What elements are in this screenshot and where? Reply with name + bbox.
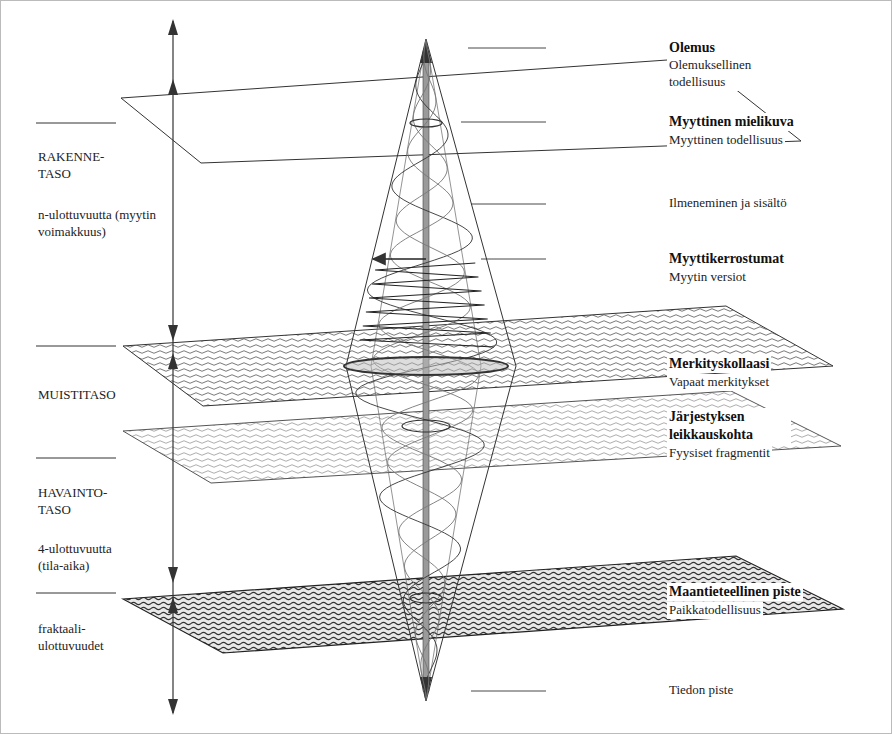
concept-description: Myytin versiot	[667, 269, 748, 286]
level-name: HAVAINTO- TASO	[38, 485, 118, 519]
leader-lines	[461, 48, 546, 691]
level-ellipses	[344, 119, 508, 603]
level-ticks	[36, 123, 116, 593]
concept-name: Myyttikerrostumat	[667, 250, 786, 268]
axis-arrowheads	[168, 19, 178, 715]
level-dimension: 4-ulottuvuutta (tila-aika)	[38, 541, 138, 575]
plane-top	[121, 58, 801, 163]
level-name: RAKENNE- TASO	[38, 149, 118, 183]
concept-name: Merkityskollaasi	[667, 355, 771, 373]
plane-order	[123, 391, 841, 483]
level-dimension: fraktaali- ulottuvuudet	[38, 621, 138, 655]
concept-description: Myyttinen todellisuus	[667, 132, 785, 149]
concept-description: Fyysiset fragmentit	[667, 445, 772, 462]
level-name: MUISTITASO	[38, 387, 116, 404]
concept-name: Olemus	[667, 39, 717, 57]
concept-name: Maantieteellinen piste	[667, 583, 803, 601]
concept-description: Tiedon piste	[667, 682, 735, 699]
concept-description: Ilmeneminen ja sisältö	[667, 195, 789, 212]
concept-name: Myyttinen mielikuva	[667, 113, 796, 131]
versions-arrow	[373, 258, 426, 260]
concept-description: Olemuksellinen todellisuus	[667, 57, 781, 91]
myth-layers	[360, 263, 494, 347]
plane-geographic	[123, 556, 843, 653]
concept-description: Vapaat merkitykset	[667, 374, 771, 391]
concept-description: Paikkatodellisuus	[667, 602, 763, 619]
concept-name: Järjestyksen leikkauskohta	[667, 408, 791, 444]
level-dimension: n-ulottuvuutta (myytin voimakkuus)	[38, 207, 173, 241]
